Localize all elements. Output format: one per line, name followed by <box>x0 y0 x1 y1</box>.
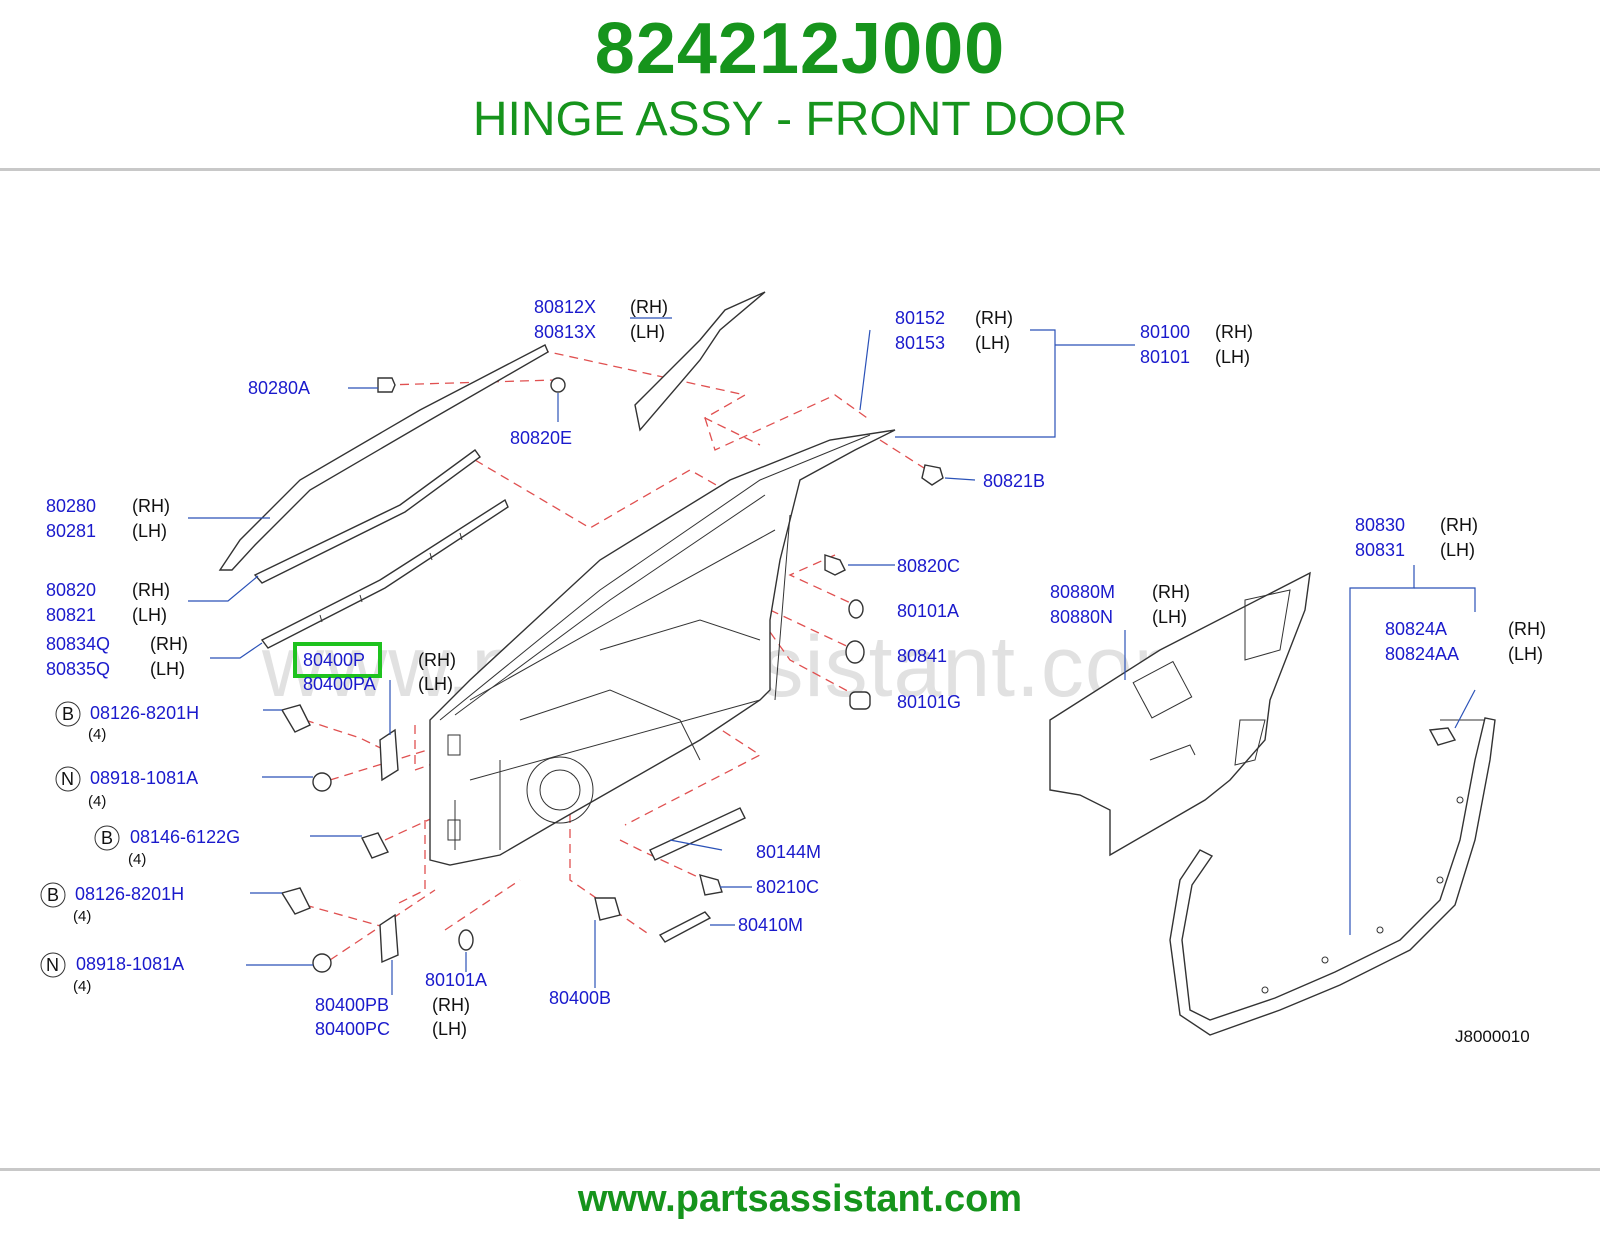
door-trim-panel <box>1049 571 1311 857</box>
circle-n-1 <box>55 766 81 792</box>
label-80101G[interactable]: 80101G <box>897 692 961 712</box>
footer-url[interactable]: www.partsassistant.com <box>577 1178 1023 1220</box>
leader-lines <box>188 317 1476 995</box>
label-80400B[interactable]: 80400B <box>549 988 611 1008</box>
label-08126-8201H-1[interactable]: 08126-8201H <box>90 703 199 723</box>
label-80101[interactable]: 80101 <box>1140 347 1190 367</box>
label-08918-1081A-1[interactable]: 08918-1081A <box>90 768 198 788</box>
label-80813X[interactable]: 80813X <box>534 322 596 342</box>
part-labels: 80812X (RH) 80813X (LH) 80152 (RH) 80153… <box>40 297 1546 1046</box>
label-80153[interactable]: 80153 <box>895 333 945 353</box>
side-80100: (RH) <box>1215 322 1253 342</box>
label-08146-6122G[interactable]: 08146-6122G <box>130 827 240 847</box>
side-80830: (RH) <box>1440 515 1478 535</box>
letter-b-2: B <box>101 828 113 848</box>
label-80144M[interactable]: 80144M <box>756 842 821 862</box>
moulding-lower <box>260 498 509 649</box>
label-80281[interactable]: 80281 <box>46 521 96 541</box>
side-80812X: (RH) <box>630 297 668 317</box>
side-80400PC: (LH) <box>432 1019 467 1039</box>
side-80400P: (RH) <box>418 650 456 670</box>
label-80410M[interactable]: 80410M <box>738 915 803 935</box>
label-80880N[interactable]: 80880N <box>1050 607 1113 627</box>
qty-08146: (4) <box>128 851 146 868</box>
side-80820: (RH) <box>132 580 170 600</box>
label-80834Q[interactable]: 80834Q <box>46 634 110 654</box>
letter-b-3: B <box>47 885 59 905</box>
label-08918-1081A-2[interactable]: 08918-1081A <box>76 954 184 974</box>
front-door-shell <box>429 429 896 866</box>
footer-divider <box>0 1168 1600 1171</box>
qty-08126-2: (4) <box>73 908 91 925</box>
assembly-dash-lines <box>304 349 936 961</box>
label-80821[interactable]: 80821 <box>46 605 96 625</box>
side-80152: (RH) <box>975 308 1013 328</box>
qty-08918-2: (4) <box>73 978 91 995</box>
part-number-title: 824212J000 <box>594 9 1006 89</box>
side-80835Q: (LH) <box>150 659 185 679</box>
header-divider <box>0 168 1600 171</box>
weatherstrip-outer <box>218 344 549 571</box>
label-08126-8201H-2[interactable]: 08126-8201H <box>75 884 184 904</box>
side-80813X: (LH) <box>630 322 665 342</box>
circle-b-2 <box>94 825 120 851</box>
side-80831: (LH) <box>1440 540 1475 560</box>
label-80101A-bottom[interactable]: 80101A <box>425 970 487 990</box>
label-80210C[interactable]: 80210C <box>756 877 819 897</box>
diagram-reference: J8000010 <box>1455 1027 1530 1046</box>
letter-b-1: B <box>62 704 74 724</box>
letter-n-2: N <box>46 955 59 975</box>
label-80880M[interactable]: 80880M <box>1050 582 1115 602</box>
label-80830[interactable]: 80830 <box>1355 515 1405 535</box>
moulding-inner <box>253 449 481 584</box>
label-80821B[interactable]: 80821B <box>983 471 1045 491</box>
side-80834Q: (RH) <box>150 634 188 654</box>
label-80824AA[interactable]: 80824AA <box>1385 644 1459 664</box>
side-80821: (LH) <box>132 605 167 625</box>
label-80835Q[interactable]: 80835Q <box>46 659 110 679</box>
side-80824A: (RH) <box>1508 619 1546 639</box>
part-name-subtitle: HINGE ASSY - FRONT DOOR <box>472 93 1128 146</box>
circle-b-3 <box>40 882 66 908</box>
side-80400PA: (LH) <box>418 674 453 694</box>
label-80400PB[interactable]: 80400PB <box>315 995 389 1015</box>
label-80820E[interactable]: 80820E <box>510 428 572 448</box>
side-80280: (RH) <box>132 496 170 516</box>
circle-b-1 <box>55 701 81 727</box>
label-80820C[interactable]: 80820C <box>897 556 960 576</box>
qty-08918-1: (4) <box>88 793 106 810</box>
side-80281: (LH) <box>132 521 167 541</box>
side-80880N: (LH) <box>1152 607 1187 627</box>
label-80841[interactable]: 80841 <box>897 646 947 666</box>
label-80831[interactable]: 80831 <box>1355 540 1405 560</box>
door-sash-moulding <box>634 291 766 432</box>
side-80101: (LH) <box>1215 347 1250 367</box>
door-seal-loop <box>1169 717 1496 1036</box>
label-80280[interactable]: 80280 <box>46 496 96 516</box>
letter-n-1: N <box>61 769 74 789</box>
label-80101A-top[interactable]: 80101A <box>897 601 959 621</box>
label-80812X[interactable]: 80812X <box>534 297 596 317</box>
label-80824A[interactable]: 80824A <box>1385 619 1447 639</box>
label-80400PC[interactable]: 80400PC <box>315 1019 390 1039</box>
label-80820[interactable]: 80820 <box>46 580 96 600</box>
label-80280A[interactable]: 80280A <box>248 378 310 398</box>
label-80100[interactable]: 80100 <box>1140 322 1190 342</box>
qty-08126-1: (4) <box>88 726 106 743</box>
target-part-highlight <box>293 642 382 678</box>
side-80400PB: (RH) <box>432 995 470 1015</box>
label-80400P[interactable]: 80400P <box>303 650 365 670</box>
fasteners <box>280 377 1457 973</box>
label-80400PA[interactable]: 80400PA <box>303 674 376 694</box>
side-80824AA: (LH) <box>1508 644 1543 664</box>
side-80153: (LH) <box>975 333 1010 353</box>
label-80152[interactable]: 80152 <box>895 308 945 328</box>
circle-n-2 <box>40 952 66 978</box>
side-80880M: (RH) <box>1152 582 1190 602</box>
